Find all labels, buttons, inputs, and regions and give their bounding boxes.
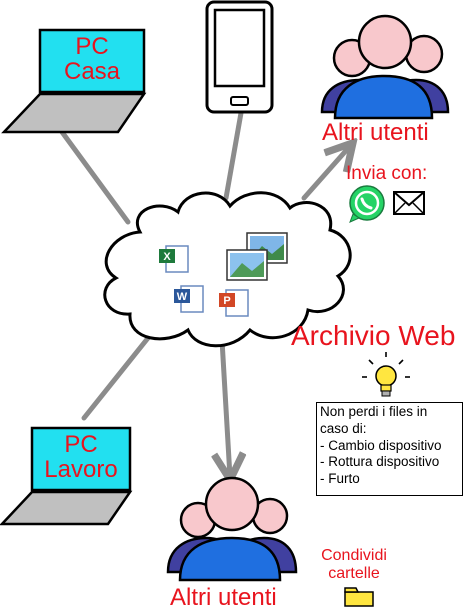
svg-text:P: P <box>223 295 230 307</box>
connector-pc-home <box>59 129 131 225</box>
image-icon <box>226 249 268 281</box>
svg-text:W: W <box>177 291 188 303</box>
note-line: caso di: <box>320 420 367 436</box>
pc-home-label: PC Casa <box>63 33 121 85</box>
connector-lines <box>59 110 351 477</box>
users-group-bottom <box>166 476 298 582</box>
email-icon <box>393 191 425 215</box>
connector-smartphone <box>223 110 244 201</box>
smartphone-icon <box>205 0 274 114</box>
bottom-users-label: Altri utenti <box>170 584 277 611</box>
lightbulb-icon <box>362 352 410 397</box>
laptop-pc-work <box>0 426 133 526</box>
word-icon: W <box>174 285 204 313</box>
send-with-label: Invia con: <box>346 163 428 184</box>
folder-icon[interactable] <box>344 587 374 607</box>
users-group-top <box>320 14 450 120</box>
svg-text:X: X <box>163 251 171 263</box>
share-folders-label: Condividi cartelle <box>321 547 387 582</box>
note-line: - Furto <box>320 471 360 487</box>
laptop-pc-home <box>1 28 147 134</box>
note-line: - Cambio dispositivo <box>320 437 442 453</box>
pc-work-label: PC Lavoro <box>44 431 118 483</box>
note-line: Non perdi i files in <box>320 404 428 419</box>
info-note-box: Non perdi i files in caso di: - Cambio d… <box>316 402 463 496</box>
excel-icon: X <box>159 245 189 273</box>
top-users-label: Altri utenti <box>322 119 429 146</box>
arrow-to-top-users <box>301 145 351 201</box>
note-line: - Rottura dispositivo <box>320 454 440 470</box>
arrow-to-bottom-users <box>222 337 230 477</box>
cloud-archive-label: Archivio Web <box>291 320 456 351</box>
powerpoint-icon: P <box>219 289 249 317</box>
connector-pc-work <box>81 335 151 421</box>
whatsapp-icon <box>349 185 385 223</box>
